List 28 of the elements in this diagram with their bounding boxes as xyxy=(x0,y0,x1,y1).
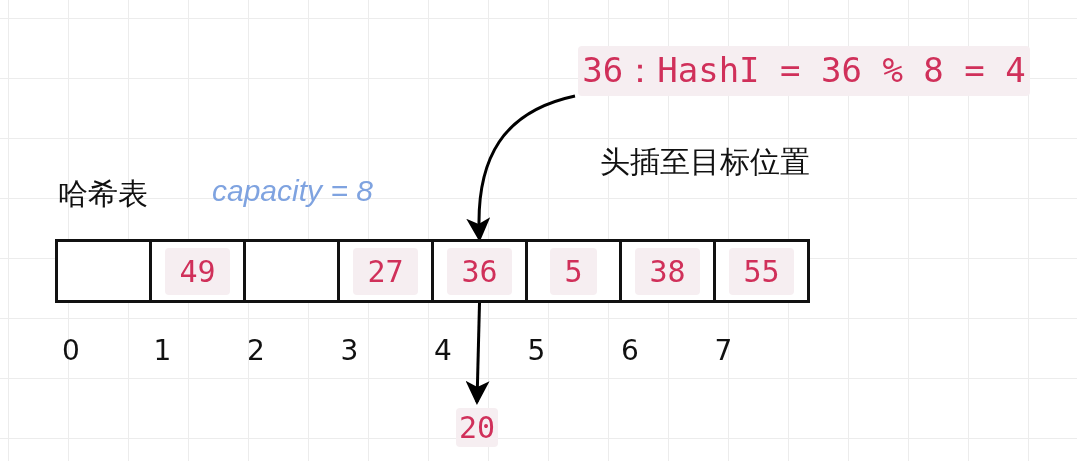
table-cell xyxy=(713,239,810,303)
code-text: 36：HashI = 36 % 8 = 4 xyxy=(578,46,1030,96)
key-value: 27 xyxy=(353,247,418,295)
text-label: 头插至目标位置 xyxy=(600,143,810,181)
table-cell xyxy=(337,239,434,303)
key-value: 55 xyxy=(729,247,794,295)
key-value: 5 xyxy=(550,247,597,295)
index-label: 5 xyxy=(527,334,546,367)
capacity-label: capacity = 8 xyxy=(212,174,373,208)
table-cell xyxy=(619,239,716,303)
key-value: 20 xyxy=(455,407,499,447)
index-label: 0 xyxy=(62,334,80,367)
table-cell xyxy=(149,239,246,303)
key-value: 36 xyxy=(447,247,512,295)
index-label: 2 xyxy=(247,334,265,367)
index-label: 6 xyxy=(621,334,639,367)
index-label: 4 xyxy=(434,334,452,367)
table-cell xyxy=(55,239,152,303)
key-value: 49 xyxy=(165,247,230,295)
index-label: 1 xyxy=(153,334,172,367)
table-cell xyxy=(431,239,528,303)
table-cell xyxy=(525,239,622,303)
text-label: 哈希表 xyxy=(58,175,148,213)
table-cell xyxy=(243,239,340,303)
key-value: 38 xyxy=(635,247,700,295)
index-label: 7 xyxy=(714,334,733,367)
index-label: 3 xyxy=(340,334,359,367)
arrow xyxy=(465,302,490,405)
